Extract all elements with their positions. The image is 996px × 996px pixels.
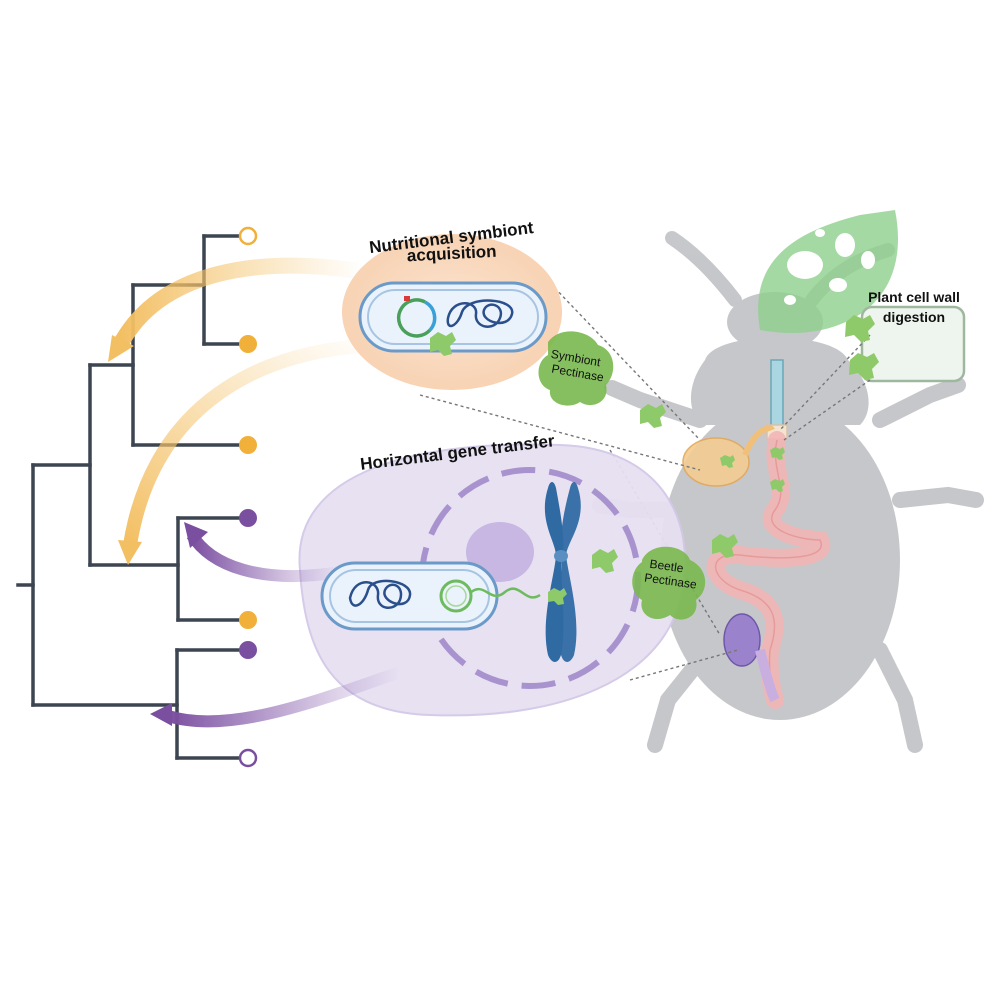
beetle-gut <box>706 359 831 709</box>
beetle-leg <box>872 377 966 428</box>
enzyme-fragment <box>849 353 879 380</box>
purple-arrows <box>150 522 402 728</box>
connector-lines <box>419 261 871 681</box>
plant-cell-wall-line2: digestion <box>883 309 945 325</box>
enzyme-fragment <box>640 404 666 428</box>
bacterial-chromosome <box>348 579 412 609</box>
beetle-pectinase-line1: Beetle <box>649 557 685 576</box>
purple-arrow-upper <box>186 531 341 583</box>
left-antenna <box>665 231 742 307</box>
nucleolus <box>466 522 534 582</box>
nutritional-symbiont-line2: acquisition <box>406 242 497 266</box>
enzyme-fragment <box>548 588 567 605</box>
enzyme-fragment <box>712 534 738 558</box>
orange-arrowhead-lower <box>118 540 142 565</box>
purple-gland <box>723 613 780 703</box>
orange-arrowhead-upper <box>108 335 134 362</box>
enzyme-fragment <box>430 332 456 356</box>
tree-tips <box>238 226 258 768</box>
symbiont-organ-duct <box>742 425 775 457</box>
beetle-leg <box>892 486 984 508</box>
tip-symbiont <box>239 611 257 629</box>
enzyme-fragment <box>770 479 785 492</box>
plant-cell-wall-title: Plant cell wall digestion <box>868 289 960 325</box>
beetle-leg <box>604 380 708 428</box>
enzyme-fragment <box>845 315 875 342</box>
plant-cell-wall-line1: Plant cell wall <box>868 289 960 305</box>
tip-symbiont-open <box>238 226 258 246</box>
purple-arrow-lower <box>166 666 402 728</box>
leaf <box>758 210 898 333</box>
symbiont-chromosome <box>446 299 514 328</box>
tip-hgt <box>239 641 257 659</box>
hgt-bacterium <box>320 561 499 631</box>
beetle-pectinase-enzyme <box>632 546 706 620</box>
symbiont-cell <box>342 234 562 390</box>
tip-hgt-open <box>238 748 258 768</box>
tip-symbiont <box>239 335 257 353</box>
orange-arrow-upper <box>112 257 367 349</box>
beetle-leg <box>647 652 708 753</box>
enzyme-fragment <box>770 447 785 460</box>
symbiont-plasmid <box>396 298 432 338</box>
tip-symbiont <box>239 436 257 454</box>
enzyme-fragment <box>720 455 735 468</box>
phylogenetic-tree <box>16 234 242 760</box>
purple-arrowhead-lower <box>150 703 172 726</box>
beetle-leg <box>872 642 923 753</box>
transferred-gene <box>469 587 541 599</box>
tip-hgt <box>239 509 257 527</box>
plasmid <box>439 579 473 613</box>
enzyme-fragment <box>592 549 618 573</box>
symbiont-arrows <box>108 257 381 565</box>
enzyme-fragments <box>430 315 879 605</box>
symbiont-pectinase-enzyme <box>538 331 614 406</box>
chromosome <box>544 482 581 662</box>
purple-arrowhead-upper <box>184 522 208 548</box>
symbiont-organ <box>682 437 750 487</box>
orange-arrow-lower <box>123 338 381 547</box>
